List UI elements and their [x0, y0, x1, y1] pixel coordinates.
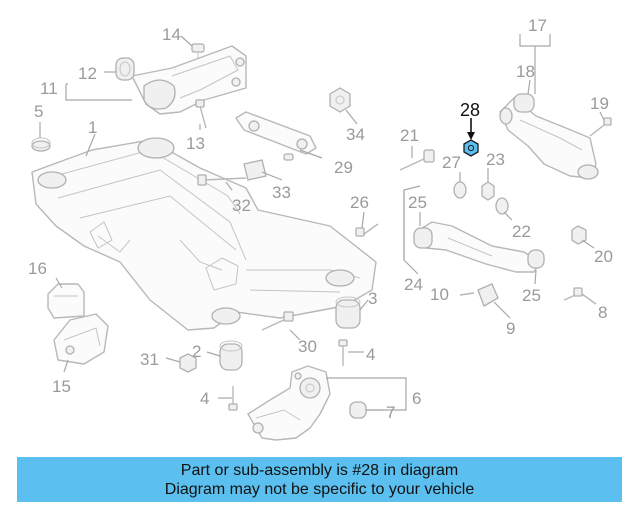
- callout-labels: 1 5 11 12 14 13 29 32 33 34 16 15 31 2 3…: [28, 16, 613, 422]
- callout-18: 18: [516, 62, 535, 81]
- caption-line-2: Diagram may not be specific to your vehi…: [164, 481, 475, 498]
- bushing-12-part: [115, 57, 135, 81]
- callout-9: 9: [506, 319, 515, 338]
- callout-17: 17: [528, 16, 547, 35]
- lower-arm-17-part: [499, 97, 599, 180]
- callout-25b: 25: [522, 286, 541, 305]
- callout-19: 19: [590, 94, 609, 113]
- caption-banner: Part or sub-assembly is #28 in diagram D…: [17, 457, 622, 502]
- bolt-4a-part: [338, 339, 348, 366]
- mount-16-part: [47, 283, 85, 319]
- bracket-33-part: [243, 159, 267, 181]
- bolt-30-part: [261, 311, 294, 331]
- callout-16: 16: [28, 259, 47, 278]
- callout-11: 11: [40, 79, 58, 98]
- link-29-part: [235, 111, 317, 161]
- nut-20-part: [571, 225, 587, 245]
- leader-lines: [39, 34, 605, 411]
- callout-34: 34: [346, 125, 365, 144]
- callout-21: 21: [400, 126, 419, 145]
- callout-31: 31: [140, 350, 159, 369]
- bolt-26-part: [355, 223, 379, 237]
- bushing-7-part: [349, 401, 367, 419]
- bolt-10-part: [459, 292, 475, 296]
- nut-23-part: [481, 181, 495, 201]
- callout-30: 30: [298, 337, 317, 356]
- bolt-32-part: [197, 174, 247, 186]
- bushing-18-part: [513, 93, 535, 113]
- nut-31-part: [179, 353, 197, 373]
- washer-22-part: [495, 197, 509, 215]
- bushing-3-part: [335, 296, 361, 329]
- bolt-19-part: [589, 117, 612, 137]
- upper-arm-part: [131, 45, 247, 115]
- callout-3: 3: [368, 289, 377, 308]
- callout-20: 20: [594, 247, 613, 266]
- callout-7: 7: [386, 403, 395, 422]
- caption-line-1: Part or sub-assembly is #28 in diagram: [180, 462, 459, 479]
- callout-29: 29: [334, 158, 353, 177]
- subframe-part: [31, 137, 377, 331]
- bolt-21-part: [399, 149, 435, 171]
- knuckle-6-part: [247, 365, 331, 441]
- callout-1: 1: [88, 118, 97, 137]
- callout-6: 6: [412, 389, 421, 408]
- bushing-2-part: [219, 340, 243, 371]
- callout-28-arrow: [467, 118, 475, 140]
- callout-12: 12: [78, 64, 97, 83]
- callout-15: 15: [52, 377, 71, 396]
- callout-26: 26: [350, 193, 369, 212]
- callout-32: 32: [232, 196, 251, 215]
- highlighted-part-28: [463, 139, 479, 157]
- callout-2: 2: [192, 342, 201, 361]
- washer-5-part: [31, 137, 51, 152]
- callout-4a: 4: [366, 345, 375, 364]
- callout-23: 23: [486, 150, 505, 169]
- callout-13: 13: [186, 134, 205, 153]
- bolt-8-part: [563, 287, 583, 301]
- callout-4b: 4: [200, 389, 209, 408]
- callout-24: 24: [404, 275, 423, 294]
- nut-34-part: [329, 87, 351, 113]
- callout-10: 10: [430, 285, 449, 304]
- bolt-14-part: [191, 43, 205, 58]
- washer-27-part: [453, 181, 467, 199]
- arm-24-part: [413, 221, 545, 273]
- bolt-4b-part: [228, 386, 238, 411]
- callout-22: 22: [512, 222, 531, 241]
- bracket-9-part: [477, 283, 499, 307]
- callout-28-highlighted: 28: [460, 100, 480, 120]
- callout-14: 14: [162, 25, 181, 44]
- callout-33: 33: [272, 183, 291, 202]
- callout-25a: 25: [408, 193, 427, 212]
- callout-8: 8: [598, 303, 607, 322]
- callout-27: 27: [442, 153, 461, 172]
- mount-15-part: [53, 313, 109, 365]
- callout-5: 5: [34, 102, 43, 121]
- bolt-13-part: [195, 99, 207, 129]
